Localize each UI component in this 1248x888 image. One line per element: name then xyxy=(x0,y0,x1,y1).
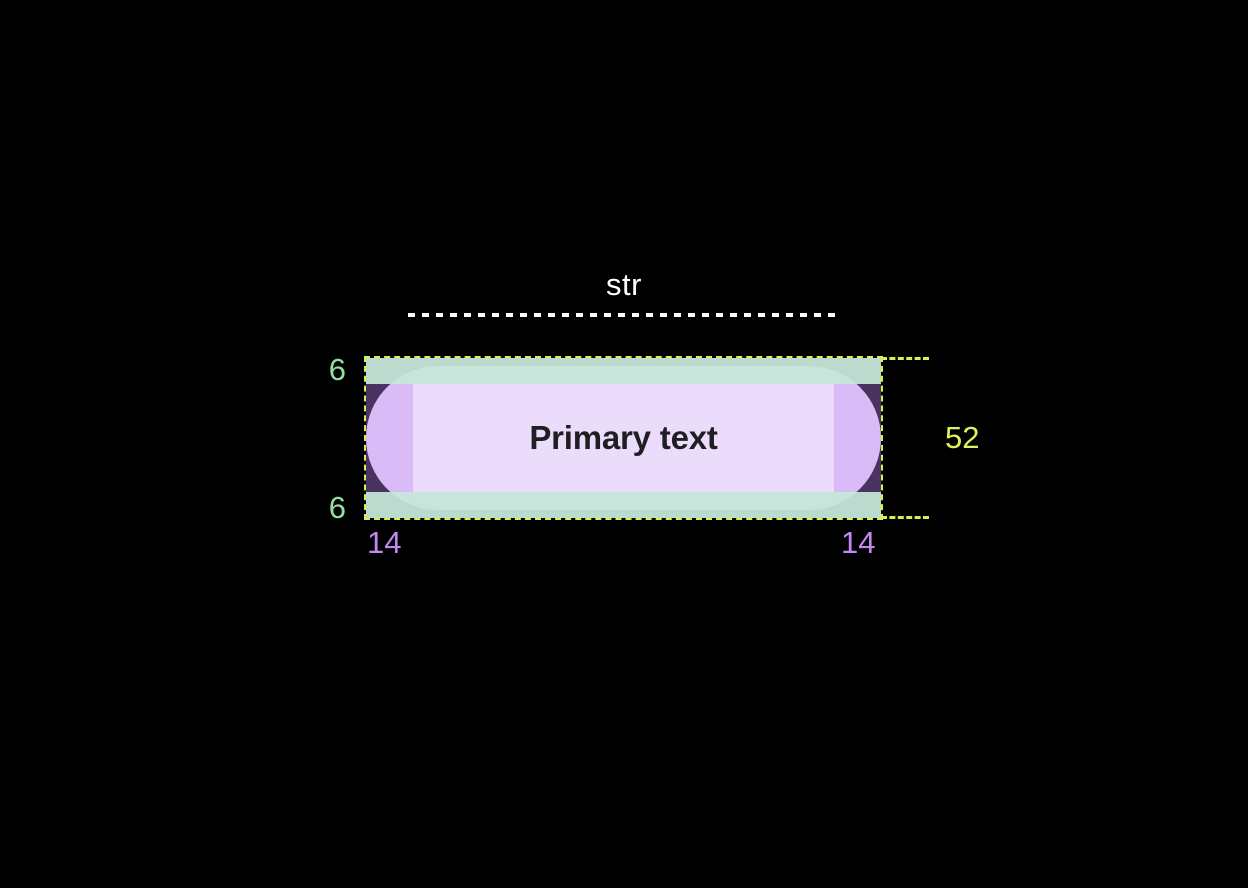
padding-right-label: 14 xyxy=(841,525,876,560)
width-annotation-label: str xyxy=(606,267,642,302)
padding-band-bottom xyxy=(366,492,881,518)
padding-top-label: 6 xyxy=(328,352,346,387)
height-annotation-label: 52 xyxy=(945,420,980,455)
padding-band-top xyxy=(366,358,881,384)
height-extension-line-bottom xyxy=(881,516,929,519)
content-area: Primary text xyxy=(413,384,834,492)
height-extension-line-top xyxy=(881,357,929,360)
component-box[interactable]: Primary text xyxy=(364,356,883,520)
width-guide-line xyxy=(408,313,841,317)
padding-left-label: 14 xyxy=(367,525,402,560)
button-text-label: Primary text xyxy=(529,419,718,456)
padding-bottom-label: 6 xyxy=(328,490,346,525)
